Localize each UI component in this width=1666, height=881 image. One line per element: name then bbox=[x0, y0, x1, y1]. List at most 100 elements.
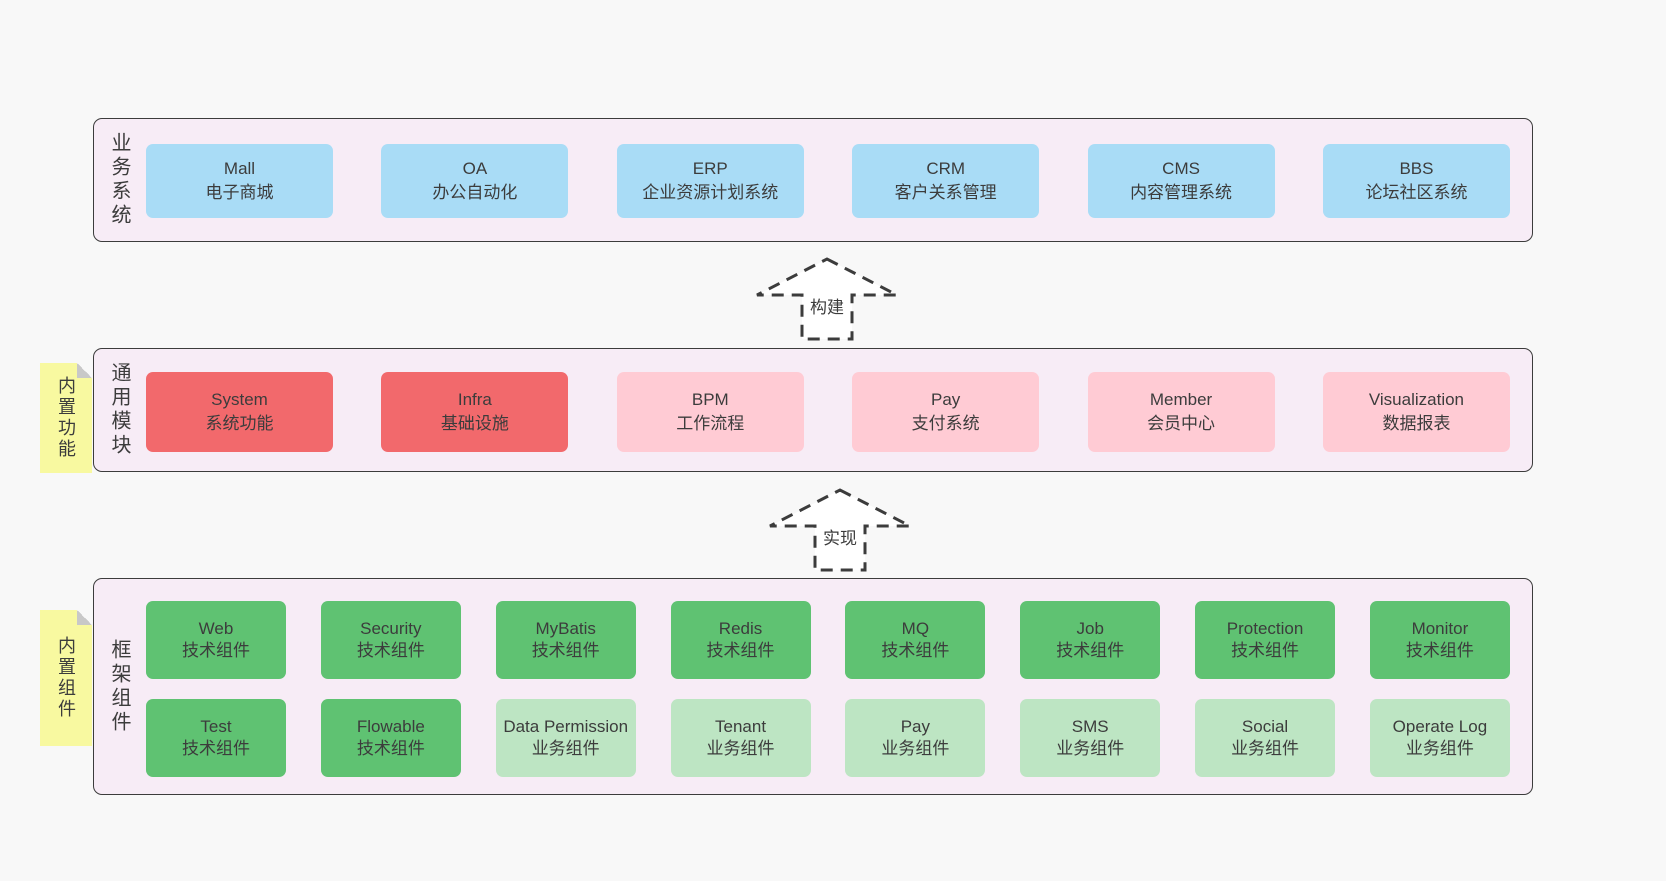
box-test: Test 技术组件 bbox=[146, 699, 286, 777]
box-desc: 工作流程 bbox=[676, 414, 745, 433]
box-social: Social 业务组件 bbox=[1195, 699, 1336, 777]
box-desc: 论坛社区系统 bbox=[1365, 183, 1468, 202]
box-name: Infra bbox=[457, 389, 492, 409]
sticky-note-builtin-features: 内置功能 bbox=[40, 363, 92, 473]
box-visualization: Visualization 数据报表 bbox=[1322, 372, 1510, 452]
box-web: Web 技术组件 bbox=[146, 601, 286, 679]
box-name: Pay bbox=[931, 389, 961, 409]
arrow-build: 构建 bbox=[747, 255, 907, 343]
note-fold-corner bbox=[77, 363, 92, 378]
box-sms: SMS 业务组件 bbox=[1020, 699, 1161, 777]
box-name: ERP bbox=[692, 158, 728, 178]
box-desc: 基础设施 bbox=[440, 414, 509, 433]
box-desc: 技术组件 bbox=[356, 739, 425, 758]
box-member: Member 会员中心 bbox=[1087, 372, 1275, 452]
box-name: Mall bbox=[223, 158, 256, 178]
box-protection: Protection 技术组件 bbox=[1195, 601, 1336, 679]
box-name: Pay bbox=[900, 717, 931, 737]
box-desc: 系统功能 bbox=[205, 414, 274, 433]
layer-label-framework-components: 框架组件 bbox=[108, 638, 130, 735]
box-desc: 业务组件 bbox=[1231, 739, 1300, 758]
framework-components-row-2: Test 技术组件 Flowable 技术组件 Data Permission … bbox=[146, 699, 1510, 777]
arrow-build-label: 构建 bbox=[807, 293, 847, 318]
box-erp: ERP 企业资源计划系统 bbox=[616, 144, 804, 218]
layer-label-business-systems: 业务系统 bbox=[108, 132, 130, 228]
box-mall: Mall 电子商城 bbox=[146, 144, 333, 218]
note-text: 内置功能 bbox=[56, 376, 76, 460]
box-desc: 客户关系管理 bbox=[894, 183, 997, 202]
box-desc: 业务组件 bbox=[1056, 739, 1125, 758]
box-mybatis: MyBatis 技术组件 bbox=[495, 601, 636, 679]
box-name: System bbox=[211, 389, 268, 409]
box-name: CMS bbox=[1162, 158, 1200, 178]
box-name: OA bbox=[462, 158, 488, 178]
box-desc: 企业资源计划系统 bbox=[642, 183, 779, 202]
box-desc: 业务组件 bbox=[706, 739, 775, 758]
layer-common-modules: 通用模块 System 系统功能 Infra 基础设施 BPM 工作流程 Pay… bbox=[93, 348, 1533, 472]
box-name: Member bbox=[1149, 389, 1213, 409]
common-modules-row: System 系统功能 Infra 基础设施 BPM 工作流程 Pay 支付系统… bbox=[146, 372, 1510, 452]
box-desc: 办公自动化 bbox=[432, 183, 518, 202]
box-desc: 业务组件 bbox=[881, 739, 950, 758]
box-desc: 内容管理系统 bbox=[1130, 183, 1233, 202]
box-system: System 系统功能 bbox=[146, 372, 333, 452]
box-bbs: BBS 论坛社区系统 bbox=[1322, 144, 1510, 218]
box-monitor: Monitor 技术组件 bbox=[1369, 601, 1510, 679]
note-fold-corner bbox=[77, 610, 92, 625]
box-desc: 支付系统 bbox=[911, 414, 980, 433]
box-name: Web bbox=[198, 619, 234, 639]
box-name: BBS bbox=[1399, 158, 1434, 178]
box-crm: CRM 客户关系管理 bbox=[852, 144, 1040, 218]
arrow-implement: 实现 bbox=[760, 486, 920, 574]
box-desc: 业务组件 bbox=[531, 739, 600, 758]
box-desc: 技术组件 bbox=[1405, 641, 1474, 660]
box-desc: 技术组件 bbox=[182, 641, 250, 660]
layer-business-systems: 业务系统 Mall 电子商城 OA 办公自动化 ERP 企业资源计划系统 CRM… bbox=[93, 118, 1533, 242]
sticky-note-builtin-components: 内置组件 bbox=[40, 610, 92, 746]
framework-components-row-1: Web 技术组件 Security 技术组件 MyBatis 技术组件 Redi… bbox=[146, 601, 1510, 679]
business-systems-row: Mall 电子商城 OA 办公自动化 ERP 企业资源计划系统 CRM 客户关系… bbox=[146, 144, 1510, 218]
box-pay-component: Pay 业务组件 bbox=[845, 699, 986, 777]
box-name: Operate Log bbox=[1392, 717, 1488, 737]
box-name: Visualization bbox=[1368, 389, 1465, 409]
box-name: MQ bbox=[901, 619, 930, 639]
box-name: Monitor bbox=[1411, 619, 1469, 639]
box-name: Tenant bbox=[715, 717, 767, 737]
box-desc: 技术组件 bbox=[881, 641, 950, 660]
box-bpm: BPM 工作流程 bbox=[616, 372, 804, 452]
arrow-implement-label: 实现 bbox=[820, 524, 860, 549]
box-desc: 技术组件 bbox=[182, 739, 250, 758]
box-infra: Infra 基础设施 bbox=[381, 372, 569, 452]
box-desc: 技术组件 bbox=[356, 641, 425, 660]
box-desc: 业务组件 bbox=[1405, 739, 1474, 758]
box-pay-module: Pay 支付系统 bbox=[852, 372, 1040, 452]
box-desc: 技术组件 bbox=[706, 641, 775, 660]
box-name: BPM bbox=[691, 389, 729, 409]
box-name: Job bbox=[1076, 619, 1104, 639]
layer-framework-components: 框架组件 Web 技术组件 Security 技术组件 MyBatis 技术组件… bbox=[93, 578, 1533, 795]
box-name: MyBatis bbox=[535, 619, 596, 639]
box-oa: OA 办公自动化 bbox=[381, 144, 569, 218]
box-name: Data Permission bbox=[503, 717, 629, 737]
box-name: Social bbox=[1241, 717, 1289, 737]
box-job: Job 技术组件 bbox=[1020, 601, 1161, 679]
box-desc: 数据报表 bbox=[1382, 414, 1451, 433]
box-mq: MQ 技术组件 bbox=[845, 601, 986, 679]
box-name: Protection bbox=[1226, 619, 1304, 639]
box-desc: 技术组件 bbox=[1231, 641, 1300, 660]
box-tenant: Tenant 业务组件 bbox=[670, 699, 811, 777]
box-data-permission: Data Permission 业务组件 bbox=[495, 699, 636, 777]
box-desc: 技术组件 bbox=[531, 641, 600, 660]
box-name: CRM bbox=[926, 158, 966, 178]
box-name: Flowable bbox=[356, 717, 425, 737]
box-desc: 技术组件 bbox=[1056, 641, 1125, 660]
box-name: Redis bbox=[718, 619, 763, 639]
layer-label-common-modules: 通用模块 bbox=[108, 362, 130, 458]
box-security: Security 技术组件 bbox=[320, 601, 461, 679]
box-flowable: Flowable 技术组件 bbox=[320, 699, 461, 777]
note-text: 内置组件 bbox=[56, 636, 76, 720]
box-name: SMS bbox=[1071, 717, 1109, 737]
box-cms: CMS 内容管理系统 bbox=[1087, 144, 1275, 218]
box-operate-log: Operate Log 业务组件 bbox=[1369, 699, 1510, 777]
box-name: Test bbox=[200, 717, 232, 737]
